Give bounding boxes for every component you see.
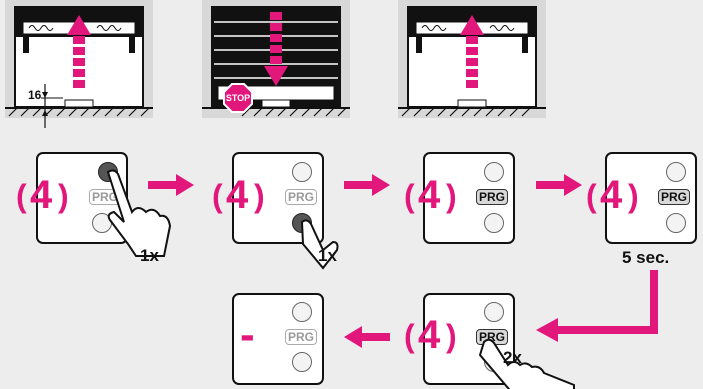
press-count: 2x xyxy=(503,348,522,367)
display-paren-right: ) xyxy=(58,178,69,214)
up-button[interactable] xyxy=(484,302,504,322)
display-paren-right: ) xyxy=(446,318,457,354)
arrow-right-icon xyxy=(536,174,582,196)
display-paren-left: ( xyxy=(404,178,415,214)
up-button[interactable] xyxy=(292,302,312,322)
garage-door-opening-scene xyxy=(398,6,546,117)
press-count: 1x xyxy=(140,246,159,265)
finger-press-icon xyxy=(300,219,339,270)
display-paren-left: ( xyxy=(16,178,27,214)
gap-label: 16 xyxy=(28,88,42,102)
segment-display: 4 xyxy=(30,173,53,217)
up-button[interactable] xyxy=(666,162,686,182)
arrow-elbow-icon xyxy=(536,270,658,342)
arrow-left-icon xyxy=(344,326,390,348)
scene-1: 16 xyxy=(5,0,153,128)
up-button[interactable] xyxy=(292,162,312,182)
display-paren-left: ( xyxy=(212,178,223,214)
stop-badge: STOP xyxy=(225,93,251,103)
segment-display: 4 xyxy=(226,173,249,217)
down-button[interactable] xyxy=(666,213,686,233)
scene-3 xyxy=(398,0,546,118)
prg-button[interactable]: PRG xyxy=(658,189,691,205)
display-paren-left: ( xyxy=(586,178,597,214)
press-count: 1x xyxy=(318,246,337,265)
stop-sign-icon xyxy=(223,83,253,113)
arrow-right-icon xyxy=(344,174,390,196)
display-paren-left: ( xyxy=(404,318,415,354)
prg-button[interactable]: PRG xyxy=(285,329,318,345)
segment-display: - xyxy=(240,310,255,359)
display-paren-right: ) xyxy=(254,178,265,214)
display-paren-right: ) xyxy=(628,178,639,214)
segment-display: 4 xyxy=(600,173,623,217)
scene-2: STOP xyxy=(202,0,350,118)
down-button[interactable] xyxy=(484,213,504,233)
display-paren-right: ) xyxy=(446,178,457,214)
prg-button[interactable]: PRG xyxy=(285,189,318,205)
arrow-right-icon xyxy=(148,174,194,196)
down-button[interactable] xyxy=(292,352,312,372)
finger-press-icon xyxy=(106,169,172,257)
up-button[interactable] xyxy=(484,162,504,182)
segment-display: 4 xyxy=(418,313,441,357)
segment-display: 4 xyxy=(418,173,441,217)
prg-button[interactable]: PRG xyxy=(89,189,122,205)
garage-door-closing-scene xyxy=(202,6,350,117)
prg-button[interactable]: PRG xyxy=(476,189,509,205)
finger-press-icon xyxy=(478,338,575,389)
garage-door-open-scene xyxy=(5,6,153,128)
hold-duration: 5 sec. xyxy=(622,248,670,267)
